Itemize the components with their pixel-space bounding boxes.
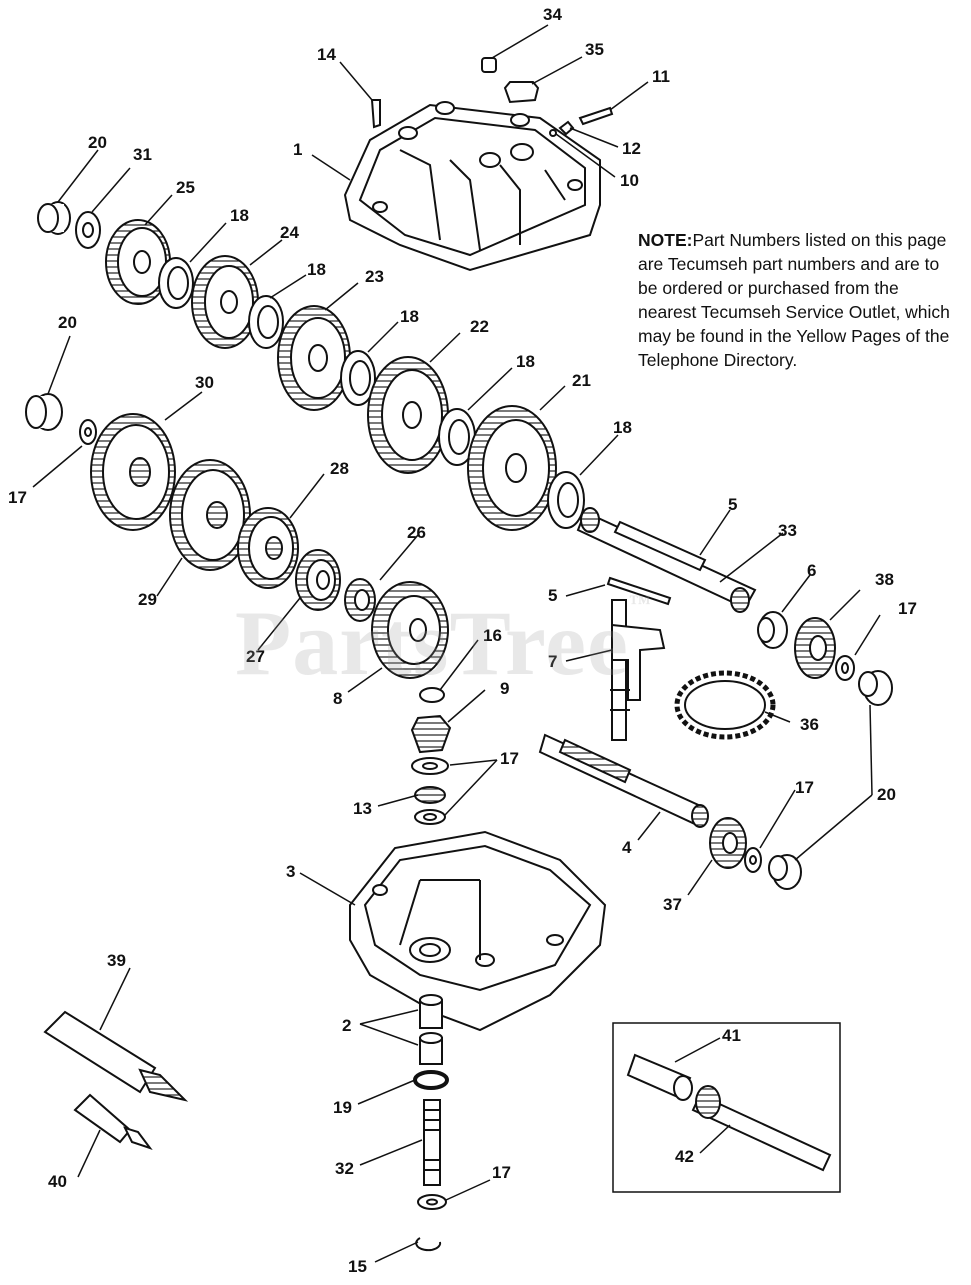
callout-5-b: 5 [548,586,557,605]
top-small-parts [370,57,614,137]
callout-8: 8 [333,689,342,708]
sealant-tubes [43,1010,189,1150]
callout-22: 22 [470,317,489,336]
watermark: PartsTree™ [235,590,652,696]
note-heading: NOTE: [638,230,693,250]
callout-27: 27 [246,647,265,666]
watermark-tm: ™ [628,590,652,615]
callout-32: 32 [335,1159,354,1178]
callout-26: 26 [407,523,426,542]
callout-2: 2 [342,1016,351,1035]
callout-29: 29 [138,590,157,609]
parts-note: NOTE:Part Numbers listed on this page ar… [638,228,958,372]
callout-33: 33 [778,521,797,540]
callout-7: 7 [548,652,557,671]
drive-chain [674,670,776,740]
watermark-text: PartsTree [235,592,629,694]
callout-3: 3 [286,862,295,881]
callout-16: 16 [483,626,502,645]
callout-23: 23 [365,267,384,286]
inset-box [612,1022,841,1193]
callout-40: 40 [48,1172,67,1191]
axle-assembly [538,733,802,890]
callout-11: 11 [652,67,670,86]
callout-12: 12 [622,139,641,158]
callout-5-a: 5 [728,495,737,514]
callout-21: 21 [572,371,591,390]
callout-42: 42 [675,1147,694,1166]
callout-labels: 34 14 35 11 1 12 10 20 31 25 18 24 18 23… [8,5,917,1276]
shift-fork-assembly [410,599,666,825]
callout-39: 39 [107,951,126,970]
lower-shaft-parts [413,994,449,1252]
callout-28: 28 [330,459,349,478]
callout-15: 15 [348,1257,367,1276]
cover-housing [343,101,601,272]
callout-18-a: 18 [230,206,249,225]
callout-17-b: 17 [898,599,917,618]
callout-35: 35 [585,40,604,59]
note-text: Part Numbers listed on this page are Tec… [638,230,950,370]
callout-36: 36 [800,715,819,734]
callout-41: 41 [722,1026,741,1045]
callout-20-c: 20 [877,785,896,804]
callout-18-b: 18 [307,260,326,279]
callout-20-a: 20 [88,133,107,152]
shaft-assembly [576,507,893,706]
callout-17-e: 17 [492,1163,511,1182]
callout-18-d: 18 [516,352,535,371]
callout-31: 31 [133,145,152,164]
callout-17-a: 17 [8,488,27,507]
callout-13: 13 [353,799,372,818]
callout-34: 34 [543,5,562,24]
callout-6: 6 [807,561,816,580]
callout-17-d: 17 [795,778,814,797]
callout-17-c: 17 [500,749,519,768]
callout-10: 10 [620,171,639,190]
callout-30: 30 [195,373,214,392]
callout-1: 1 [293,140,302,159]
callout-18-e: 18 [613,418,632,437]
callout-38: 38 [875,570,894,589]
callout-24: 24 [280,223,299,242]
callout-20-b: 20 [58,313,77,332]
lower-case [349,830,607,1032]
callout-37: 37 [663,895,682,914]
leader-lines [32,24,881,1263]
callout-18-c: 18 [400,307,419,326]
callout-4: 4 [622,838,632,857]
callout-9: 9 [500,679,509,698]
callout-19: 19 [333,1098,352,1117]
callout-14: 14 [317,45,336,64]
callout-25: 25 [176,178,195,197]
gear-stack [25,201,585,679]
